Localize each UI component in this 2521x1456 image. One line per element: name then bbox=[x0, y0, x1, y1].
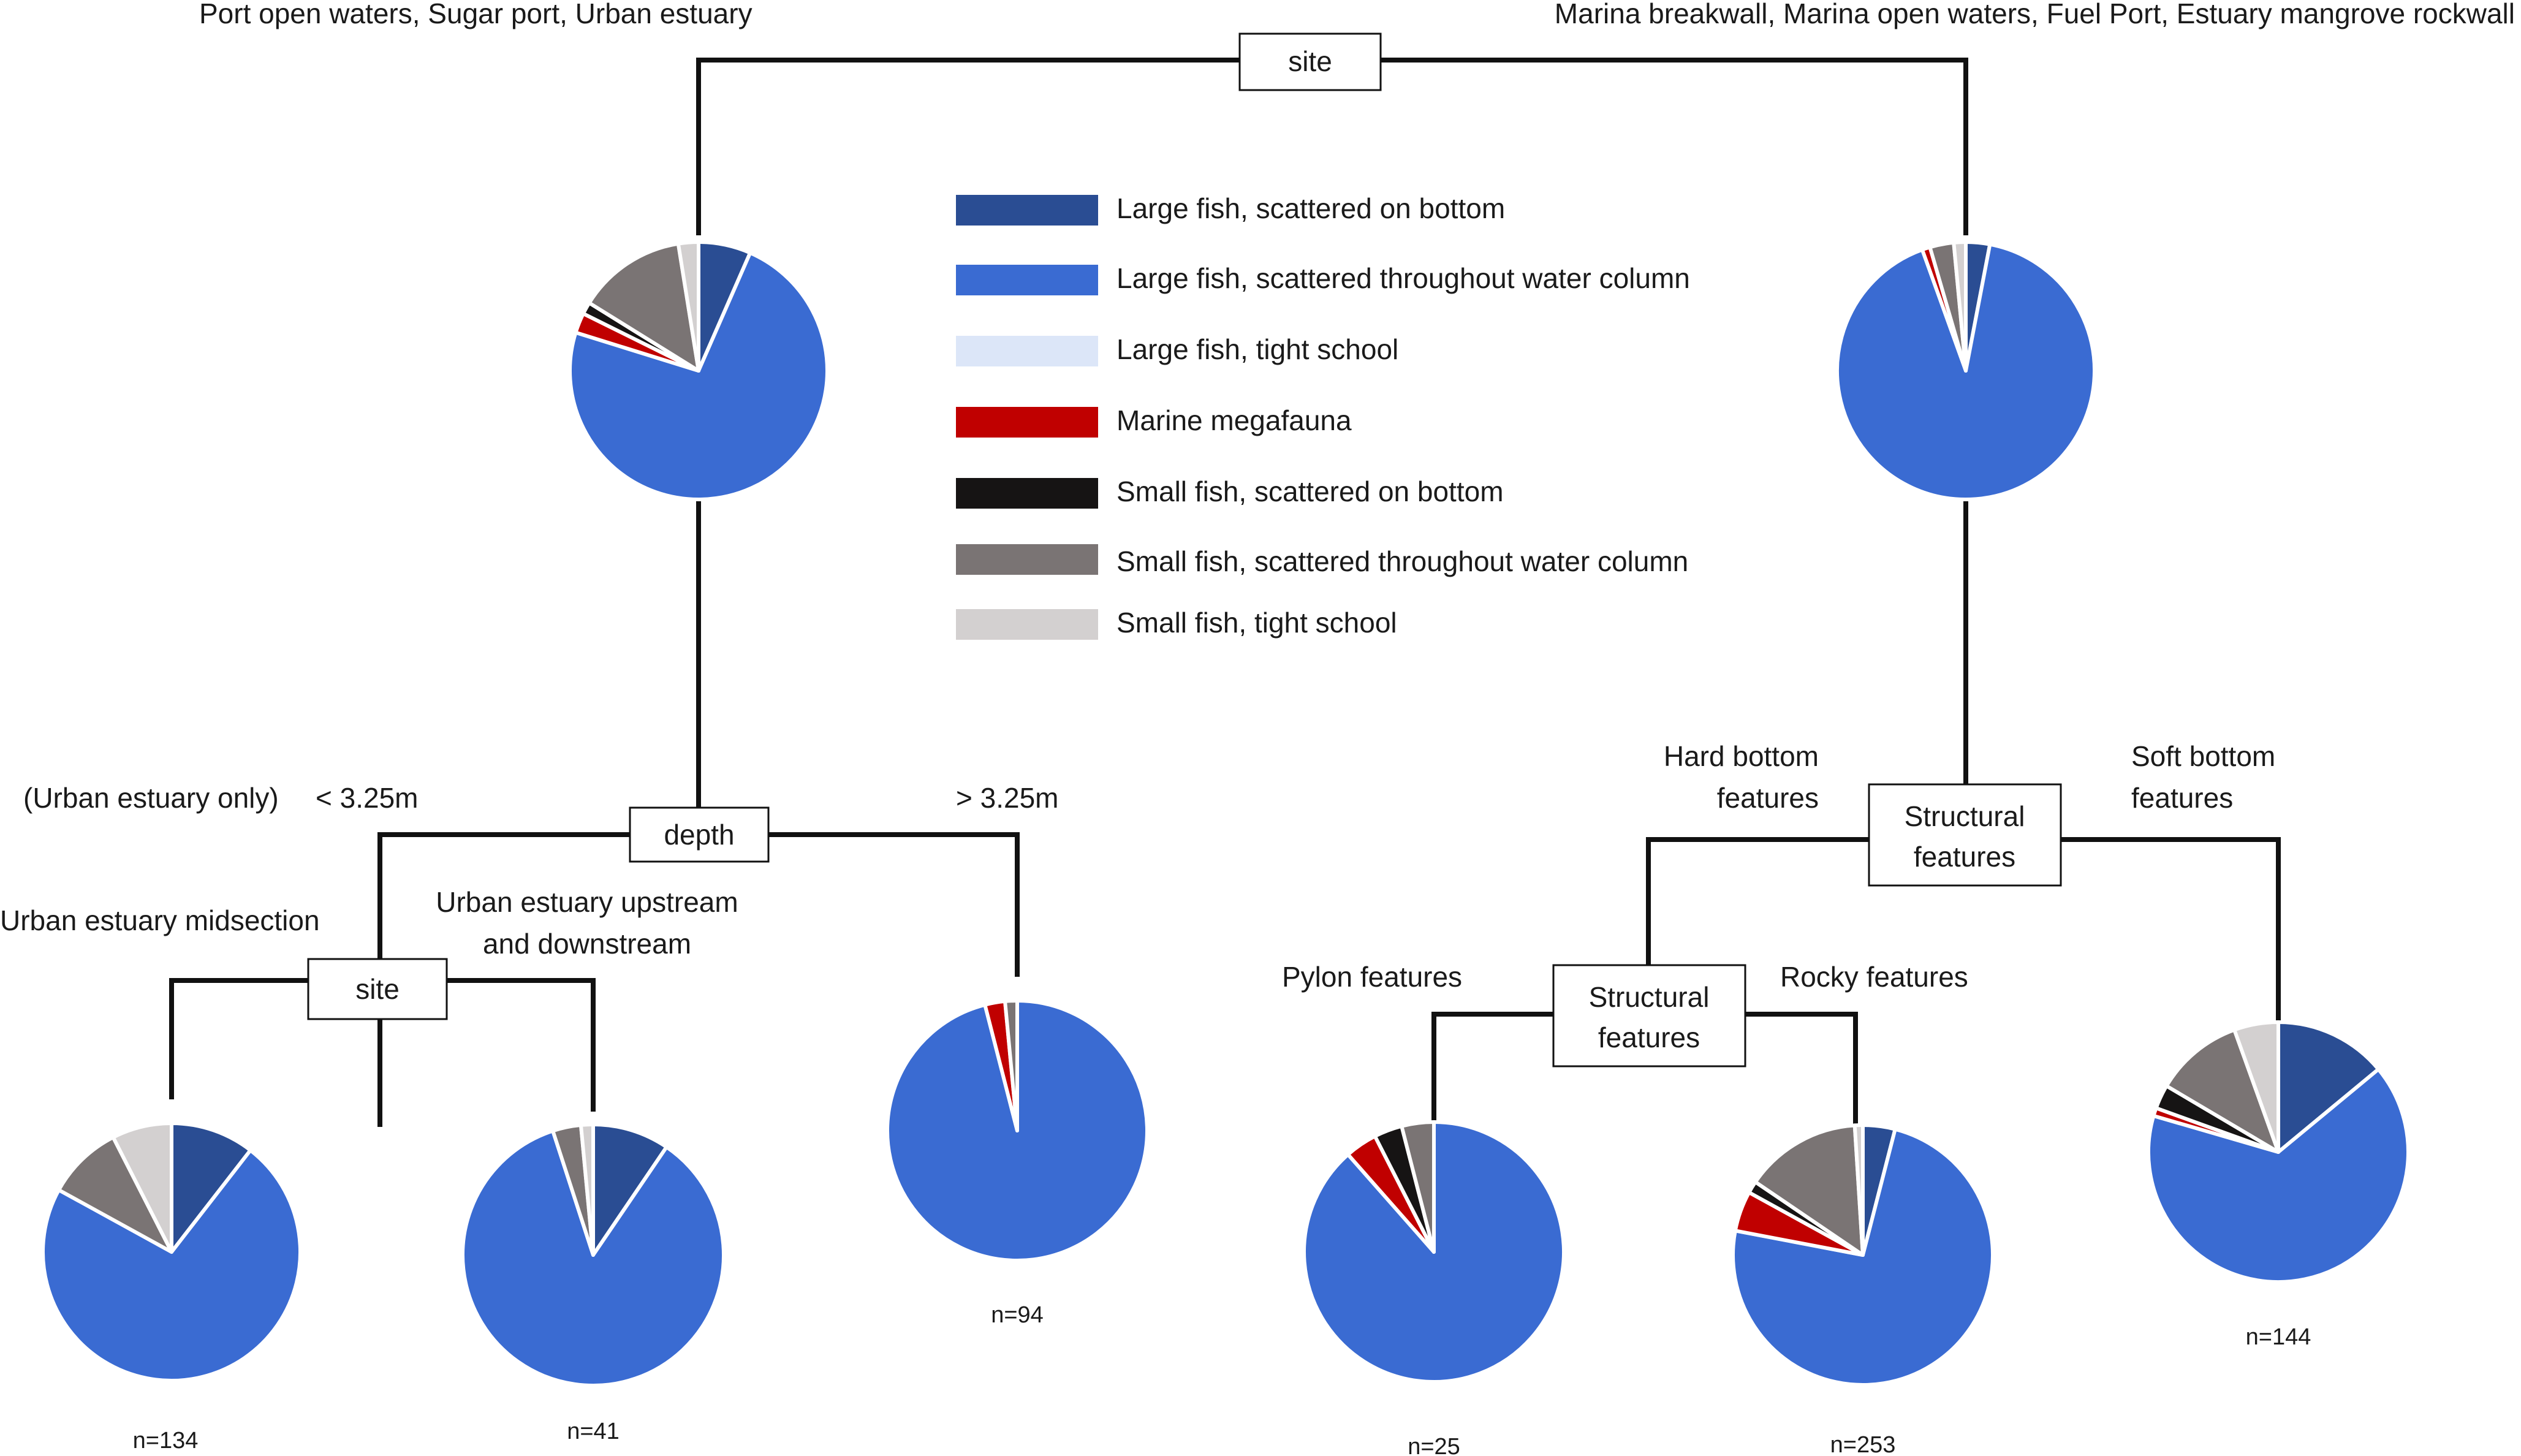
branch-labels: Port open waters, Sugar port, Urban estu… bbox=[0, 0, 2515, 993]
legend-swatch-small-bottom bbox=[956, 478, 1098, 509]
legend-item-small-bottom: Small fish, scattered on bottom bbox=[956, 476, 1504, 509]
pie-soft-slice-small-school bbox=[2232, 1020, 2280, 1154]
n-label-midsection: n=134 bbox=[133, 1428, 199, 1454]
legend-label-small-school: Small fish, tight school bbox=[1116, 607, 1397, 639]
node-site2: site bbox=[307, 958, 448, 1020]
pie-soft-slice-large-bottom bbox=[2276, 1020, 2381, 1154]
n-label-deep: n=94 bbox=[991, 1302, 1044, 1328]
label-top-right: Marina breakwall, Marina open waters, Fu… bbox=[1555, 0, 2515, 29]
node-structural2: Structural features bbox=[1552, 964, 1746, 1067]
label-rocky: Rocky features bbox=[1780, 961, 1968, 993]
legend-item-small-column: Small fish, scattered throughout water c… bbox=[956, 544, 1688, 577]
pie-midsection bbox=[41, 1121, 303, 1382]
pie-port-group-slice-large-column bbox=[568, 251, 829, 501]
pie-updown bbox=[461, 1123, 726, 1387]
node-structural1: Structural features bbox=[1868, 783, 2062, 887]
pie-pylon bbox=[1302, 1120, 1566, 1384]
legend-swatch-large-school bbox=[956, 336, 1098, 366]
pie-midsection-slice-large-column bbox=[41, 1148, 303, 1382]
label-hard-line1: Hard bottom bbox=[1664, 740, 1819, 772]
legend-label-small-bottom: Small fish, scattered on bottom bbox=[1116, 476, 1504, 507]
label-depth-more: > 3.25m bbox=[956, 782, 1059, 814]
legend: Large fish, scattered on bottom Large fi… bbox=[956, 192, 1690, 640]
legend-swatch-large-column bbox=[956, 265, 1098, 295]
pie-soft-slice-small-column bbox=[2164, 1028, 2280, 1154]
pie-rocky-slice-small-column bbox=[1753, 1123, 1865, 1257]
label-depth-less: < 3.25m bbox=[316, 782, 419, 814]
legend-label-small-column: Small fish, scattered throughout water c… bbox=[1116, 545, 1688, 577]
node-structural2-line2: features bbox=[1598, 1022, 1700, 1053]
pie-pylon-slice-small-column bbox=[1400, 1120, 1436, 1254]
node-root-label: site bbox=[1288, 45, 1332, 77]
pie-soft-slice-large-column bbox=[2147, 1067, 2410, 1284]
pie-updown-slice-large-bottom bbox=[591, 1123, 669, 1257]
pie-marina-group-slice-small-school bbox=[1952, 240, 1968, 373]
pie-soft bbox=[2147, 1020, 2410, 1284]
label-soft-line2: features bbox=[2131, 782, 2233, 814]
pie-pylon-slice-large-column bbox=[1302, 1120, 1566, 1384]
pie-rocky-slice-large-column bbox=[1731, 1127, 1995, 1387]
node-structural1-line2: features bbox=[1914, 841, 2015, 873]
n-label-updown: n=41 bbox=[567, 1419, 620, 1444]
legend-item-large-column: Large fish, scattered throughout water c… bbox=[956, 262, 1690, 295]
legend-label-large-school: Large fish, tight school bbox=[1116, 333, 1398, 365]
legend-item-megafauna: Marine megafauna bbox=[956, 404, 1352, 438]
node-structural1-line1: Structural bbox=[1905, 800, 2025, 832]
node-root: site bbox=[1238, 32, 1382, 91]
label-urban-only: (Urban estuary only) bbox=[23, 782, 279, 814]
label-hard-line2: features bbox=[1717, 782, 1819, 814]
pie-port-group-slice-small-school bbox=[676, 240, 700, 373]
sample-size-labels: n=134 n=41 n=94 n=25 n=253 n=144 bbox=[133, 1302, 2311, 1456]
pie-deep bbox=[885, 999, 1149, 1262]
legend-item-large-school: Large fish, tight school bbox=[956, 333, 1398, 366]
label-top-left: Port open waters, Sugar port, Urban estu… bbox=[199, 0, 753, 29]
pie-rocky bbox=[1731, 1123, 1995, 1387]
node-site2-label: site bbox=[355, 973, 400, 1005]
pie-midsection-slice-small-school bbox=[111, 1121, 173, 1254]
pie-port-group-slice-small-column bbox=[587, 241, 700, 373]
node-depth: depth bbox=[629, 806, 770, 863]
legend-swatch-megafauna bbox=[956, 407, 1098, 438]
pie-rocky-slice-small-school bbox=[1852, 1123, 1865, 1257]
label-updown-line2: and downstream bbox=[483, 928, 691, 960]
label-updown-line1: Urban estuary upstream bbox=[436, 886, 738, 918]
pie-updown-slice-large-column bbox=[461, 1129, 726, 1387]
node-depth-label: depth bbox=[664, 819, 734, 851]
pie-port-group bbox=[568, 240, 829, 501]
legend-swatch-large-bottom bbox=[956, 195, 1098, 226]
label-soft-line1: Soft bottom bbox=[2131, 740, 2275, 772]
pie-deep-slice-small-column bbox=[1003, 999, 1019, 1132]
pie-midsection-slice-small-column bbox=[56, 1135, 173, 1254]
legend-item-small-school: Small fish, tight school bbox=[956, 607, 1397, 640]
legend-swatch-small-school bbox=[956, 609, 1098, 640]
n-label-rocky: n=253 bbox=[1830, 1432, 1896, 1456]
pie-midsection-slice-large-bottom bbox=[170, 1121, 252, 1254]
pie-marina-group bbox=[1835, 240, 2097, 501]
legend-label-large-bottom: Large fish, scattered on bottom bbox=[1116, 192, 1505, 224]
legend-item-large-bottom: Large fish, scattered on bottom bbox=[956, 192, 1505, 226]
label-midsection: Urban estuary midsection bbox=[0, 904, 320, 936]
legend-label-megafauna: Marine megafauna bbox=[1116, 404, 1352, 436]
n-label-soft: n=144 bbox=[2246, 1324, 2311, 1350]
pie-updown-slice-small-school bbox=[578, 1123, 595, 1257]
legend-swatch-small-column bbox=[956, 544, 1098, 575]
node-structural2-line1: Structural bbox=[1589, 981, 1710, 1013]
n-label-pylon: n=25 bbox=[1408, 1434, 1460, 1456]
legend-label-large-column: Large fish, scattered throughout water c… bbox=[1116, 262, 1690, 294]
label-pylon: Pylon features bbox=[1282, 961, 1462, 993]
